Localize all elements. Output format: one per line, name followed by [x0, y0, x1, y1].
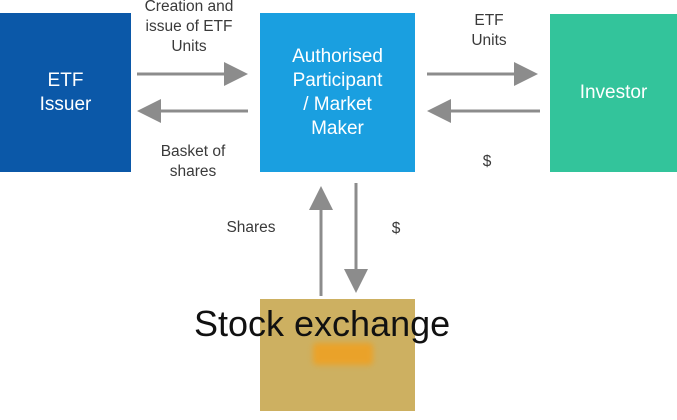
label-shares: Shares — [226, 219, 276, 236]
etf-issuer-box: ETF Issuer — [0, 13, 131, 172]
redacted-mark — [313, 343, 373, 365]
investor-label: Investor — [579, 82, 648, 103]
etf-issuer-label: ETF Issuer — [39, 69, 92, 115]
label-exchange-dollar: $ — [391, 220, 401, 237]
authorised-participant-label: Authorised Participant / Market Maker — [292, 45, 383, 139]
stock-exchange-label: Stock exchange — [194, 303, 451, 344]
label-investor-dollar: $ — [482, 153, 492, 170]
label-etf-units: ETF Units — [471, 12, 507, 49]
investor-box: Investor — [550, 14, 677, 172]
authorised-participant-box: Authorised Participant / Market Maker — [260, 13, 415, 172]
label-creation-issue: Creation and issue of ETF Units — [144, 0, 234, 55]
label-basket-of-shares: Basket of shares — [160, 143, 226, 180]
